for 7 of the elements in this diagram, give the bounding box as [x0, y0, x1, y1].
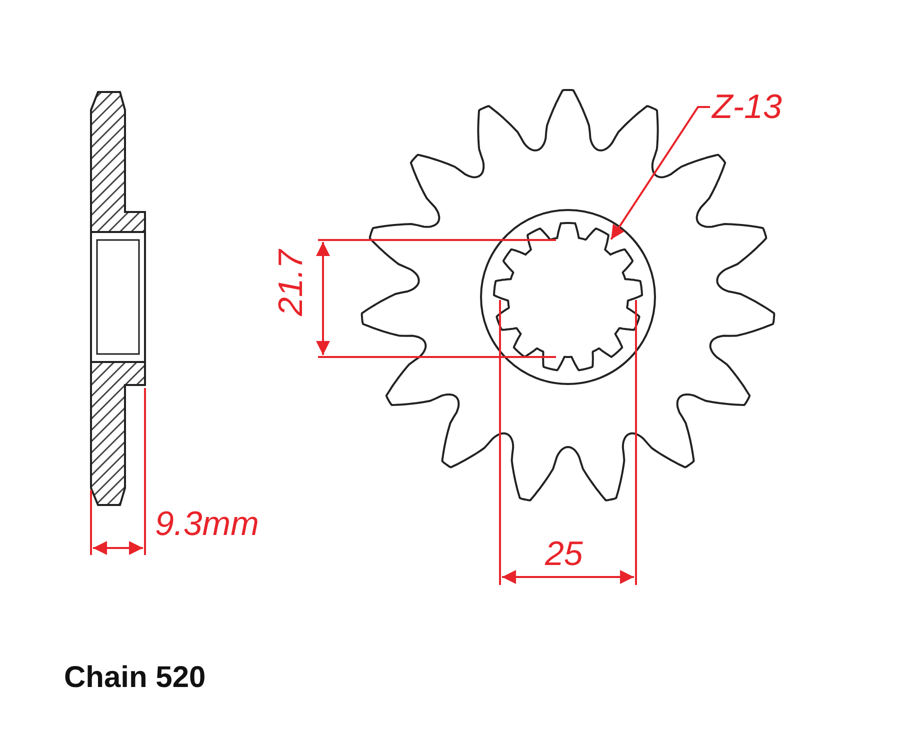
- leader-line: [610, 106, 710, 240]
- chain-size-label: Chain 520: [64, 663, 206, 693]
- dimension-label: 9.3mm: [155, 507, 259, 541]
- callout-label: Z-13: [712, 90, 782, 124]
- spline-hole: [493, 222, 643, 372]
- dimension-label: 21.7: [274, 250, 308, 316]
- dimension-label: 25: [545, 537, 583, 571]
